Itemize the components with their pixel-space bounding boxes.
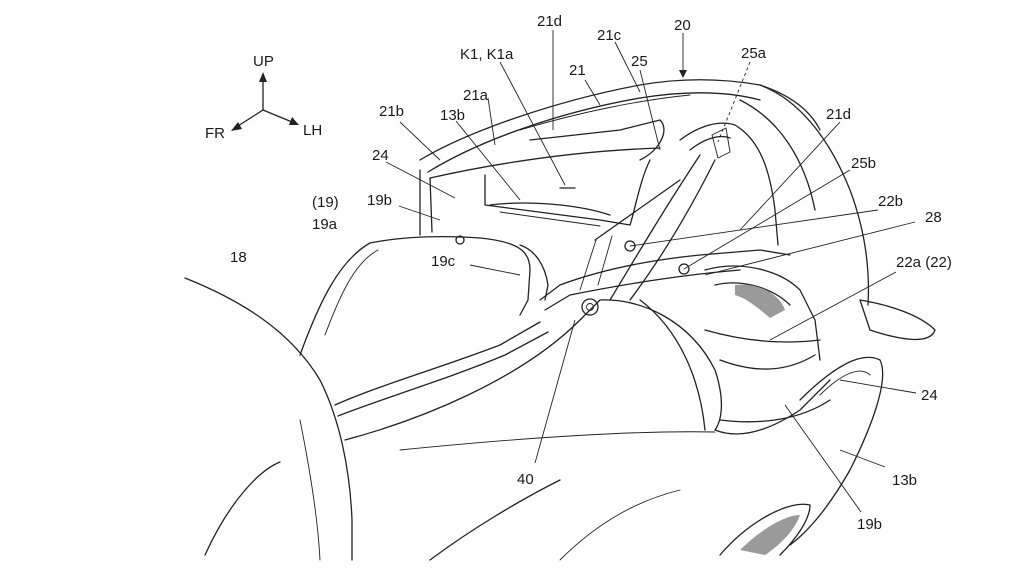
label-24-left: 24	[372, 147, 389, 164]
label-21a: 21a	[463, 87, 489, 104]
label-19: (19)	[312, 194, 339, 211]
label-22b: 22b	[878, 193, 903, 210]
label-21d-right: 21d	[826, 106, 851, 123]
leader-lines	[385, 30, 917, 513]
label-K1: K1, K1a	[460, 46, 514, 63]
up-arrowhead	[259, 72, 267, 82]
label-19a: 19a	[312, 216, 338, 233]
label-40: 40	[517, 471, 534, 488]
label-18: 18	[230, 249, 247, 266]
label-13b-top: 13b	[440, 107, 465, 124]
fr-arrow	[237, 109, 264, 127]
label-22a: 22a (22)	[896, 254, 952, 271]
label-21b: 21b	[379, 103, 404, 120]
label-21c: 21c	[597, 27, 622, 44]
bolt-c	[455, 235, 465, 245]
lh-arrow	[262, 109, 293, 123]
rear-cowl-13b	[719, 299, 936, 556]
label-25: 25	[631, 53, 648, 70]
label-19b-bottom: 19b	[857, 516, 882, 533]
fr-arrowhead	[231, 122, 242, 131]
label-19c: 19c	[431, 253, 456, 270]
lh-arrowhead	[289, 117, 299, 125]
tail-body-lower	[344, 299, 831, 561]
bolt-b	[678, 263, 690, 275]
label-19b-left: 19b	[367, 192, 392, 209]
label-24-right: 24	[921, 387, 938, 404]
label-28: 28	[925, 209, 942, 226]
fr-label: FR	[205, 125, 225, 142]
orientation-compass: UP FR LH	[205, 53, 322, 142]
part-18-outline	[184, 277, 353, 561]
label-25a: 25a	[741, 45, 767, 62]
label-20: 20	[674, 17, 691, 34]
label-21: 21	[569, 62, 586, 79]
bolt-a	[624, 240, 636, 252]
label-13b-bottom: 13b	[892, 472, 917, 489]
seat-19a	[299, 235, 549, 417]
lh-label: LH	[303, 122, 322, 139]
bolt-40	[581, 298, 599, 316]
reference-labels: 20 21 21a 21b 21c 21d 21d K1, K1a 25 25a…	[230, 13, 952, 533]
up-label: UP	[253, 53, 274, 70]
label-21d-top: 21d	[537, 13, 562, 30]
label-25b: 25b	[851, 155, 876, 172]
